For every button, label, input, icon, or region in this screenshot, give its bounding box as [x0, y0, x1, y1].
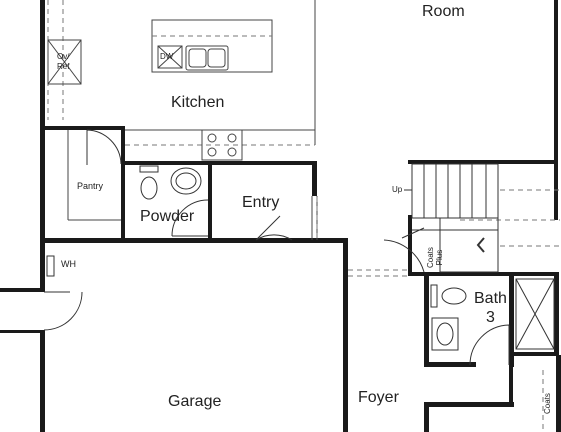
- wall-garage-door-pillar-bottom: [0, 330, 44, 333]
- staircase: [404, 163, 499, 273]
- bath-door-icon: [469, 324, 510, 366]
- wall-powder-top: [121, 161, 317, 165]
- pantry-door-icon: [86, 129, 122, 165]
- burner-icon: [207, 133, 217, 143]
- wall-bath-right: [509, 272, 514, 367]
- bath-fixtures: [46, 165, 555, 351]
- stair-arrow-icon: [476, 237, 485, 253]
- bath-sink-basin: [436, 322, 454, 346]
- kitchen-fixtures: [47, 39, 243, 161]
- entry-door-icon: [255, 215, 293, 241]
- wall-bath-bottom: [424, 362, 476, 367]
- sink-icon: [185, 45, 229, 71]
- garage-label: Garage: [168, 393, 222, 410]
- wall-powder-left: [121, 161, 125, 241]
- kitchen-island: [151, 19, 273, 73]
- oven-ref: [47, 39, 82, 85]
- powder-toilet-bowl-icon: [140, 176, 158, 200]
- oven-cross: [47, 39, 82, 85]
- stair-upper: [411, 163, 499, 219]
- entry-label: Entry: [242, 194, 280, 211]
- wall-pantry-top: [40, 126, 125, 130]
- wall-foyer-right-edge: [509, 355, 513, 405]
- burner-icon: [227, 133, 237, 143]
- burner-icon: [227, 147, 237, 157]
- water-heater-icon: [46, 255, 55, 277]
- coats-plus-label: Coats Plus: [426, 247, 444, 268]
- stair-lower: [439, 217, 499, 273]
- dishwasher: [157, 45, 183, 69]
- wall-left-upper: [40, 0, 45, 160]
- wall-entry-right: [312, 161, 317, 196]
- coats-label: Coats: [543, 393, 552, 414]
- wall-right-edge: [556, 355, 561, 432]
- wall-pantry-right: [121, 126, 125, 166]
- bath-toilet-bowl-icon: [441, 287, 467, 305]
- bath-sink-icon: [431, 317, 459, 351]
- powder-label: Powder: [140, 208, 195, 225]
- dishwasher-cross: [157, 45, 183, 69]
- wall-coats-right: [509, 352, 559, 356]
- dashed-lines: [47, 0, 560, 432]
- wall-garage-right: [343, 238, 348, 432]
- oven-ref-label: Ov/ Ref: [57, 52, 70, 71]
- bath-3-label: Bath 3: [474, 290, 507, 326]
- powder-door-icon: [171, 199, 209, 237]
- wall-garage-top: [40, 238, 348, 243]
- sink-bowl-right: [207, 48, 226, 68]
- shower-icon: [515, 278, 555, 350]
- cooktop-icon: [201, 129, 243, 161]
- shower-cross: [515, 278, 555, 350]
- kitchen-label: Kitchen: [171, 94, 225, 111]
- wall-shower-right: [554, 272, 559, 354]
- doors: [43, 129, 510, 366]
- stair-up-label: Up: [392, 185, 403, 194]
- garage-door-icon: [43, 291, 83, 331]
- wall-left-mid: [40, 130, 45, 292]
- powder-sink-basin: [175, 172, 197, 190]
- foyer-label: Foyer: [358, 389, 399, 406]
- wall-garage-door-pillar-top: [0, 288, 44, 292]
- water-heater-label: WH: [61, 259, 76, 269]
- powder-toilet-tank: [139, 165, 159, 173]
- wall-bath-left: [424, 275, 429, 365]
- wall-powder-right: [208, 161, 212, 241]
- pantry-label: Pantry: [77, 181, 104, 191]
- wall-stair-left: [408, 215, 412, 275]
- burner-icon: [207, 147, 217, 157]
- wall-bath-top: [408, 272, 558, 276]
- wall-foyer-bottom: [424, 402, 514, 407]
- room-label: Room: [422, 3, 465, 20]
- dishwasher-label: DW: [160, 52, 174, 61]
- wall-foyer-bottom-left: [424, 402, 429, 432]
- wall-stair-top: [408, 160, 558, 164]
- coats-plus-door-icon: [383, 227, 425, 273]
- wall-right-top: [554, 0, 558, 100]
- sink-bowl-left: [188, 48, 207, 68]
- wall-left-lower: [40, 330, 45, 432]
- powder-sink-icon: [170, 167, 202, 195]
- bath-toilet-tank: [430, 284, 438, 308]
